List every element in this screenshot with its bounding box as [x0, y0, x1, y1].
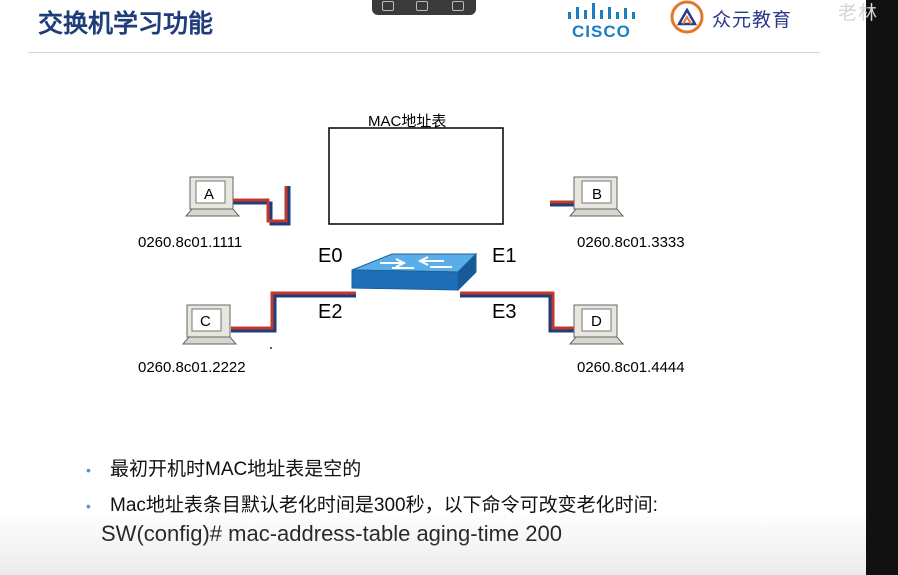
slide: 交换机学习功能 CISCO 众元教育 — [0, 0, 866, 575]
bullet-text: 最初开机时MAC地址表是空的 — [110, 459, 362, 480]
command-text: SW(config)# mac-address-table aging-time… — [101, 521, 562, 546]
network-diagram — [181, 127, 625, 349]
port-e2-label: E2 — [318, 301, 343, 323]
cisco-logo-icon — [568, 3, 635, 19]
host-d-mac: 0260.8c01.4444 — [577, 359, 685, 376]
computer-d-icon — [568, 304, 625, 345]
org-logo-icon — [670, 0, 704, 34]
bullet-text: Mac地址表条目默认老化时间是300秒，以下命令可改变老化时间: — [110, 495, 658, 516]
notes-list: • 最初开机时MAC地址表是空的 • Mac地址表条目默认老化时间是300秒，以下命… — [86, 454, 658, 526]
host-a-mac: 0260.8c01.1111 — [138, 234, 243, 251]
list-item: • 最初开机时MAC地址表是空的 — [86, 454, 658, 481]
host-c-label: C — [200, 313, 211, 330]
host-d-label: D — [591, 313, 602, 330]
host-b-mac: 0260.8c01.3333 — [577, 234, 685, 251]
host-a-label: A — [204, 186, 215, 203]
computer-b-icon — [568, 176, 625, 217]
computer-c-icon — [181, 304, 238, 345]
host-b-label: B — [592, 186, 603, 203]
settings-icon[interactable] — [452, 1, 464, 11]
mac-table-box — [328, 127, 504, 225]
page-title: 交换机学习功能 — [38, 9, 214, 38]
title-divider — [28, 52, 820, 53]
cable-a — [233, 186, 291, 226]
bullet-icon: • — [86, 497, 91, 514]
port-e0-label: E0 — [318, 245, 343, 267]
port-e3-label: E3 — [492, 301, 517, 323]
cisco-logo-text: CISCO — [572, 22, 631, 41]
cable-d — [460, 291, 574, 333]
switch-icon — [351, 252, 478, 292]
list-item: • Mac地址表条目默认老化时间是300秒，以下命令可改变老化时间: — [86, 490, 658, 517]
cable-b — [550, 200, 574, 207]
cable-c — [231, 291, 356, 333]
bullet-icon: • — [86, 461, 91, 478]
media-toolbar[interactable] — [372, 0, 476, 15]
watermark: 老林 — [838, 2, 879, 24]
org-logo-text: 众元教育 — [712, 9, 793, 31]
port-e1-label: E1 — [492, 245, 517, 267]
computer-a-icon — [184, 176, 241, 217]
pen-icon[interactable] — [416, 1, 428, 11]
window-icon[interactable] — [382, 1, 394, 11]
host-c-mac: 0260.8c01.2222 — [138, 359, 246, 376]
side-panel — [866, 0, 898, 575]
mac-table-label: MAC地址表 — [368, 113, 447, 130]
